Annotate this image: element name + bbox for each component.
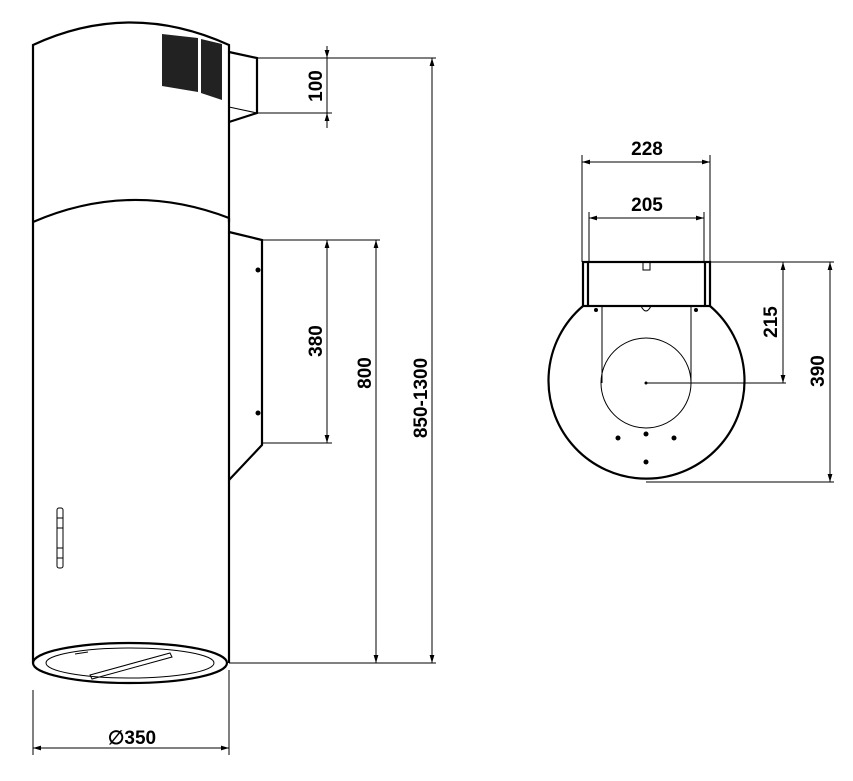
upper-chimney: [31, 21, 231, 224]
mount-holes: [615, 431, 677, 465]
dim-total-height: 850-1300: [411, 358, 432, 438]
dim-bracket-height: 380: [306, 325, 327, 357]
top-view: 228 205 215 390: [547, 139, 834, 483]
dim-depth: 390: [808, 355, 829, 387]
side-view: 100 380 800 850-1300 ∅350: [31, 21, 436, 755]
lower-body: [31, 218, 231, 685]
dim-duct-height: 100: [306, 70, 327, 102]
dim-lower-body-height: 800: [355, 357, 376, 389]
control-panel: [56, 507, 64, 569]
vent-grille: [162, 34, 222, 100]
dim-collar-inner-width: 205: [631, 195, 663, 216]
dim-center-offset: 215: [761, 306, 782, 338]
dim-diameter: ∅350: [108, 728, 156, 749]
exhaust-duct: [228, 50, 259, 124]
dimension-lines: [32, 46, 436, 755]
dim-collar-outer-width: 228: [631, 139, 663, 160]
dimension-lines: [581, 155, 834, 483]
wall-bracket: [228, 230, 264, 481]
